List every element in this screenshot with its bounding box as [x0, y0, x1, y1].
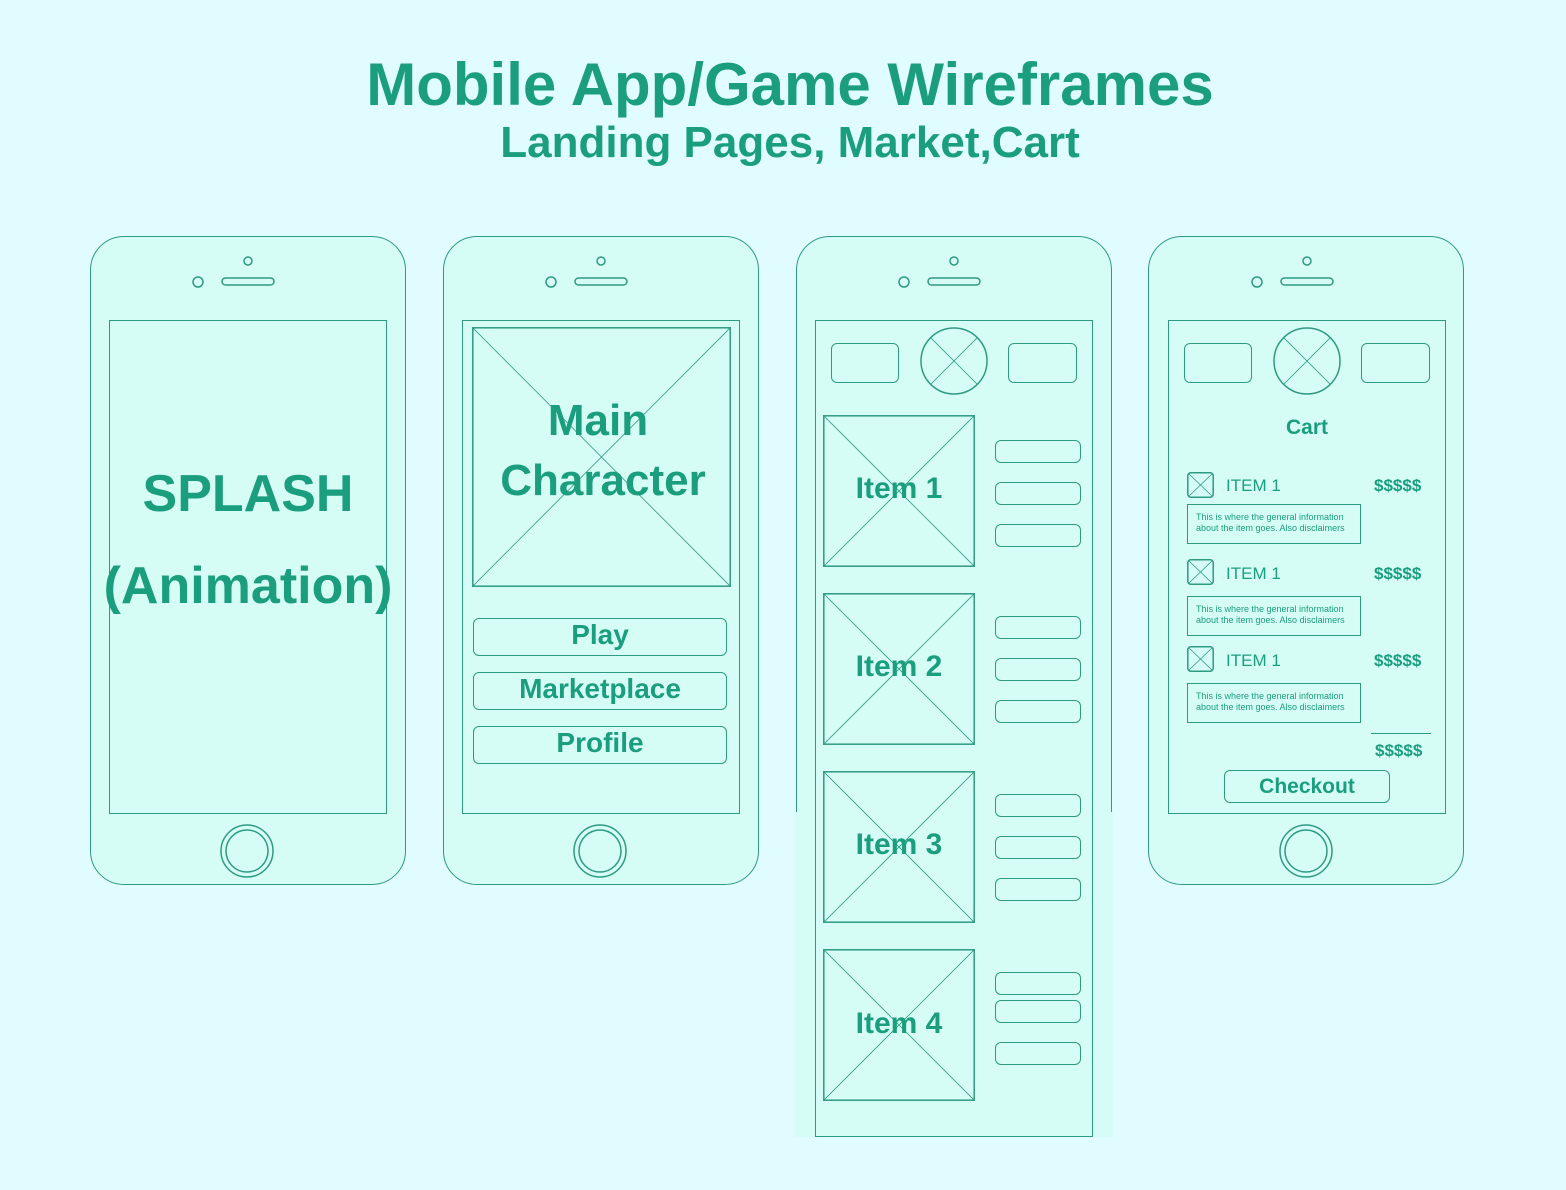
sensor-icon [898, 276, 910, 288]
cart-total-divider [1371, 733, 1431, 734]
cart-item-name: ITEM 1 [1226, 651, 1281, 670]
speaker-icon [927, 277, 981, 286]
sensor-icon [1251, 276, 1263, 288]
cart-total: $$$$$ [1375, 741, 1423, 760]
phone-market [796, 236, 1112, 885]
home-button-outer [1279, 824, 1333, 878]
market-item-image[interactable] [823, 415, 975, 567]
cart-title: Cart [1285, 416, 1328, 439]
cart-item-thumbnail-icon [1187, 646, 1214, 672]
camera-icon [243, 256, 253, 266]
sensor-icon [192, 276, 204, 288]
splash-title: SPLASH [142, 465, 354, 523]
market-item-label: Item 3 [855, 828, 943, 861]
cart-item-description: This is where the general information ab… [1187, 596, 1361, 636]
splash-screen [109, 320, 387, 814]
cart-avatar-icon[interactable] [1273, 327, 1341, 395]
phone-splash [90, 236, 406, 885]
page-subtitle: Landing Pages, Market,Cart [500, 118, 1080, 167]
market-item-option[interactable] [995, 700, 1081, 723]
sensor-icon [545, 276, 557, 288]
market-item-image[interactable] [823, 949, 975, 1101]
phone-home-hardware [545, 256, 628, 878]
phone-splash-hardware [192, 256, 275, 878]
market-item-image[interactable] [823, 593, 975, 745]
home-button-outer [220, 824, 274, 878]
camera-icon [1302, 256, 1312, 266]
checkout-button[interactable] [1224, 770, 1390, 803]
play-button-label: Play [571, 619, 629, 650]
profile-button[interactable] [473, 726, 727, 764]
home-button-inner [225, 829, 269, 873]
market-item-option[interactable] [995, 482, 1081, 505]
market-item-option[interactable] [995, 836, 1081, 859]
cart-screen [1168, 320, 1446, 814]
market-item-option[interactable] [995, 794, 1081, 817]
cart-nav-right-button[interactable] [1361, 343, 1430, 383]
marketplace-button[interactable] [473, 672, 727, 710]
market-item-option[interactable] [995, 440, 1081, 463]
cart-item-name: ITEM 1 [1226, 564, 1281, 583]
speaker-icon [221, 277, 275, 286]
market-item-option[interactable] [995, 616, 1081, 639]
market-avatar-icon[interactable] [920, 327, 988, 395]
hero-line-2: Character [500, 456, 706, 505]
market-item-option[interactable] [995, 878, 1081, 901]
hero-line-1: Main [547, 396, 649, 445]
cart-item-description: This is where the general information ab… [1187, 683, 1361, 723]
speaker-icon [1280, 277, 1334, 286]
checkout-button-label: Checkout [1259, 775, 1355, 798]
cart-item-price: $$$$$ [1374, 651, 1422, 670]
camera-icon [949, 256, 959, 266]
market-item-option[interactable] [995, 972, 1081, 995]
cart-item-description-line: about the item goes. Also disclaimers [1196, 702, 1345, 712]
speaker-icon [574, 277, 628, 286]
market-screen [815, 320, 1093, 1137]
market-item-label: Item 4 [855, 1007, 943, 1040]
home-button-inner [1284, 829, 1328, 873]
market-nav-left-button[interactable] [831, 343, 899, 383]
phone-market-hardware [898, 256, 981, 288]
cart-item-price: $$$$$ [1374, 476, 1422, 495]
market-item-label: Item 1 [855, 472, 943, 505]
market-item-option[interactable] [995, 524, 1081, 547]
cart-item-description: This is where the general information ab… [1187, 504, 1361, 544]
market-item-image[interactable] [823, 771, 975, 923]
cart-item-description-line: about the item goes. Also disclaimers [1196, 615, 1345, 625]
marketplace-button-label: Marketplace [519, 673, 681, 704]
market-item-label: Item 2 [855, 650, 943, 683]
phone-cart-hardware [1251, 256, 1334, 878]
splash-subtitle: (Animation) [103, 557, 393, 615]
camera-icon [596, 256, 606, 266]
market-nav-right-button[interactable] [1008, 343, 1077, 383]
home-screen [462, 320, 740, 814]
market-item-option[interactable] [995, 1000, 1081, 1023]
cart-item-name: ITEM 1 [1226, 476, 1281, 495]
cart-item-thumbnail-icon [1187, 559, 1214, 585]
home-button-inner [578, 829, 622, 873]
profile-button-label: Profile [556, 727, 644, 758]
cart-item-price: $$$$$ [1374, 564, 1422, 583]
home-button-outer [573, 824, 627, 878]
market-item-option[interactable] [995, 658, 1081, 681]
cart-nav-left-button[interactable] [1184, 343, 1252, 383]
market-item-option[interactable] [995, 1042, 1081, 1065]
cart-item-description-line: about the item goes. Also disclaimers [1196, 523, 1345, 533]
play-button[interactable] [473, 618, 727, 656]
phone-home [443, 236, 759, 885]
cart-item-thumbnail-icon [1187, 472, 1214, 498]
cart-item-description-line: This is where the general information [1196, 691, 1344, 701]
cart-item-description-line: This is where the general information [1196, 512, 1344, 522]
page-title: Mobile App/Game Wireframes [366, 51, 1214, 118]
hero-image-placeholder [472, 327, 731, 587]
cart-item-description-line: This is where the general information [1196, 604, 1344, 614]
